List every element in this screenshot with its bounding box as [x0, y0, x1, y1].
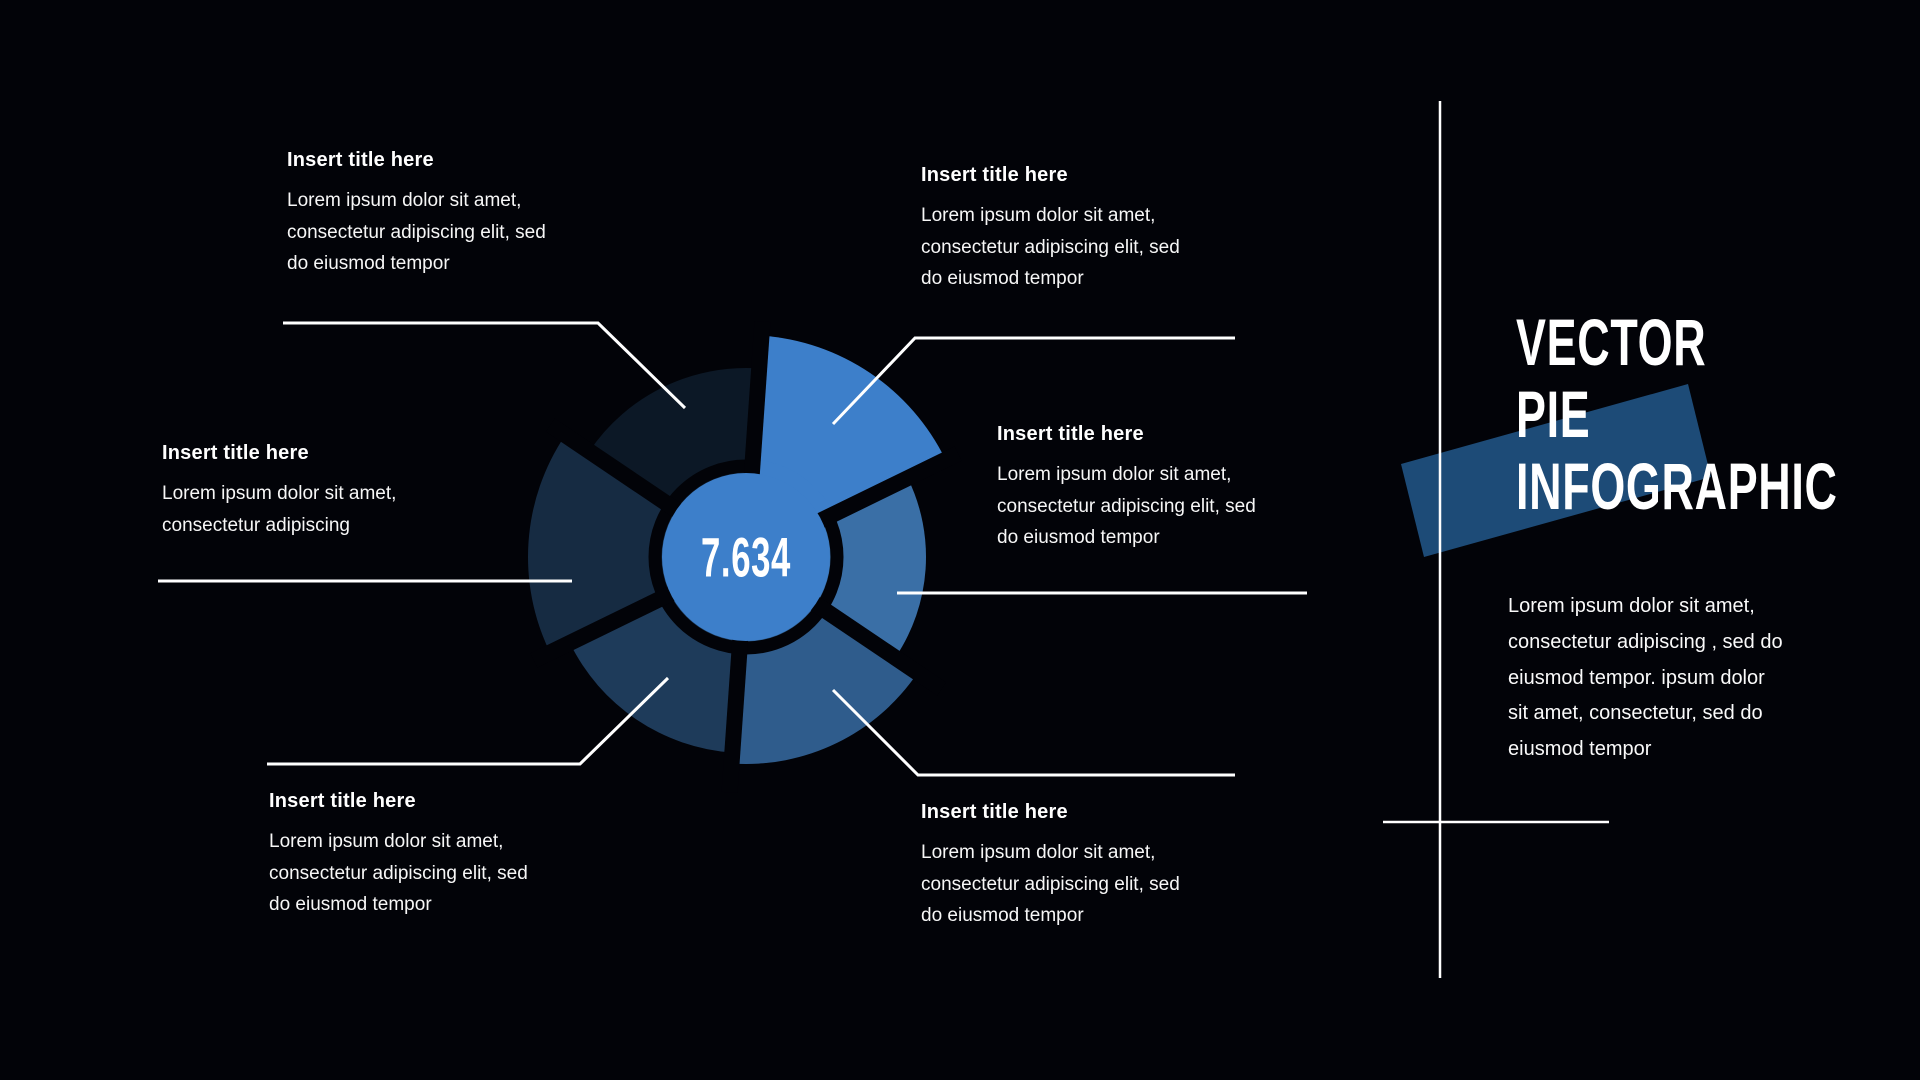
text-line: do eiusmod tempor — [997, 527, 1160, 548]
text-line: consectetur adipiscing , sed do — [1508, 630, 1783, 653]
text-line: Lorem ipsum dolor sit amet, — [269, 831, 504, 852]
text-line: consectetur adipiscing elit, sed — [921, 236, 1180, 258]
callout-body: Lorem ipsum dolor sit amet, consectetur a… — [162, 478, 396, 541]
text-line: Lorem ipsum dolor sit amet, — [921, 205, 1156, 226]
text-line: do eiusmod tempor — [921, 268, 1084, 289]
callout-body: Lorem ipsum dolor sit amet, consectetur a… — [921, 837, 1180, 932]
text-line: Lorem ipsum dolor sit amet, — [921, 842, 1156, 863]
callout-title: Insert title here — [269, 790, 416, 812]
panel-paragraph: Lorem ipsum dolor sit amet, consectetur a… — [1508, 589, 1783, 768]
pie-slice-left — [528, 435, 746, 653]
callout-title: Insert title here — [921, 164, 1068, 186]
text-line: eiusmod tempor. ipsum dolor — [1508, 666, 1765, 689]
text-line: do eiusmod tempor — [269, 894, 432, 915]
text-line: Lorem ipsum dolor sit amet, — [1508, 595, 1755, 617]
callout-leader-line-top-left — [283, 321, 687, 410]
callout-body: Lorem ipsum dolor sit amet, consectetur a… — [269, 826, 528, 921]
callout-body: Lorem ipsum dolor sit amet, consectetur a… — [997, 459, 1256, 554]
text-line: Lorem ipsum dolor sit amet, — [162, 483, 397, 504]
text-line: consectetur adipiscing elit, sed — [921, 873, 1180, 895]
text-line: VECTOR — [1516, 305, 1707, 379]
callout-body: Lorem ipsum dolor sit amet, consectetur a… — [287, 185, 546, 280]
callout-right: Insert title here Lorem ipsum dolor sit … — [997, 421, 1256, 554]
panel-ribbon — [1401, 384, 1711, 557]
callout-leader-line-bottom-right — [831, 688, 1235, 777]
callout-leader-line-top-right — [831, 336, 1235, 426]
text-line: do eiusmod tempor — [921, 905, 1084, 926]
text-line: consectetur adipiscing elit, sed — [269, 862, 528, 884]
callout-bottom-right: Insert title here Lorem ipsum dolor sit … — [921, 799, 1180, 932]
callout-body: Lorem ipsum dolor sit amet, consectetur a… — [921, 200, 1180, 295]
callout-top-right: Insert title here Lorem ipsum dolor sit … — [921, 162, 1180, 295]
text-line: Lorem ipsum dolor sit amet, — [287, 190, 522, 211]
callout-title: Insert title here — [162, 442, 309, 464]
text-line: Lorem ipsum dolor sit amet, — [997, 464, 1232, 485]
text-line: PIE — [1516, 377, 1591, 451]
callout-left: Insert title here Lorem ipsum dolor sit … — [162, 440, 396, 541]
callout-title: Insert title here — [921, 801, 1068, 823]
text-line: consectetur adipiscing elit, sed — [287, 221, 546, 243]
pie-center-value: 7.634 — [701, 525, 791, 589]
text-line: INFOGRAPHIC — [1516, 449, 1838, 523]
pie-center-circle — [662, 473, 830, 641]
callout-top-left: Insert title here Lorem ipsum dolor sit … — [287, 147, 546, 280]
text-line: consectetur adipiscing elit, sed — [997, 495, 1256, 517]
callout-leader-line-bottom-left — [267, 676, 670, 766]
text-line: consectetur adipiscing — [162, 514, 350, 536]
callout-title: Insert title here — [287, 149, 434, 171]
text-line: sit amet, consectetur, sed do — [1508, 702, 1763, 725]
text-line: eiusmod tempor — [1508, 738, 1652, 761]
text-line: do eiusmod tempor — [287, 253, 450, 274]
callout-bottom-left: Insert title here Lorem ipsum dolor sit … — [269, 788, 528, 921]
callout-title: Insert title here — [997, 423, 1144, 445]
